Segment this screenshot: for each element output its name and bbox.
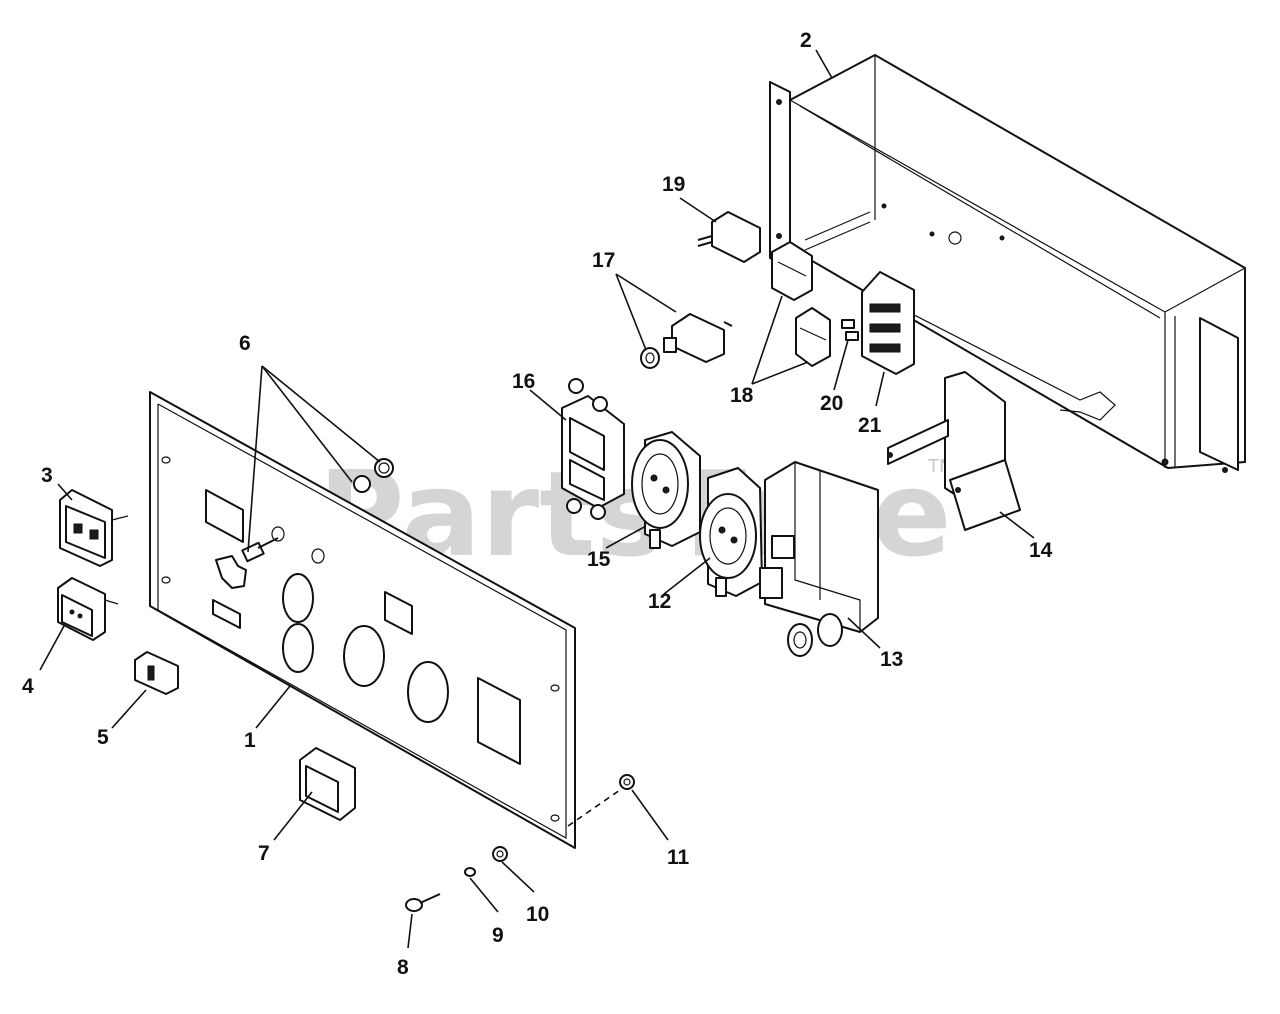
callout-9: 9	[492, 924, 504, 947]
callout-8: 8	[397, 956, 409, 979]
part-12-locking-receptacle[interactable]	[699, 467, 763, 597]
part-14-bracket[interactable]	[887, 371, 1021, 531]
part-11-lock-washer[interactable]	[619, 774, 635, 790]
callout-3: 3	[41, 464, 53, 487]
callout-14: 14	[1029, 539, 1053, 562]
callout-labels: 1 2 3 4 5 6 7 8 9 10 11 12 13 14 15 16 1…	[22, 29, 1053, 979]
callout-19: 19	[662, 173, 685, 196]
callout-20: 20	[820, 392, 843, 415]
callout-18: 18	[730, 384, 754, 407]
callout-21: 21	[858, 414, 882, 437]
part-5-switch[interactable]	[134, 651, 179, 695]
part-16-duplex-receptacle[interactable]	[561, 378, 625, 520]
callout-1: 1	[244, 729, 256, 752]
part-18-connector[interactable]	[771, 241, 831, 367]
callout-4: 4	[22, 675, 34, 698]
callout-15: 15	[587, 548, 611, 571]
part-20-terminal-jumper[interactable]	[841, 319, 859, 341]
callout-2: 2	[800, 29, 812, 52]
callout-17: 17	[592, 249, 615, 272]
part-10-washer[interactable]	[492, 846, 508, 862]
part-3-outlet[interactable]	[59, 489, 129, 567]
callout-10: 10	[526, 903, 549, 926]
callout-6: 6	[239, 332, 251, 355]
callout-13: 13	[880, 648, 903, 671]
part-13-circuit-module[interactable]	[759, 461, 879, 657]
leader-lines	[39, 49, 1035, 949]
callout-5: 5	[97, 726, 109, 749]
callout-11: 11	[667, 846, 690, 869]
part-8-screw[interactable]	[405, 893, 441, 912]
part-19-switch[interactable]	[697, 211, 761, 263]
part-15-locking-receptacle[interactable]	[631, 431, 701, 549]
part-4-receptacle[interactable]	[57, 577, 119, 641]
part-1-front-panel[interactable]	[149, 391, 576, 849]
part-7-rocker-switch[interactable]	[299, 747, 356, 821]
part-6-fitting[interactable]	[215, 458, 394, 589]
part-17-circuit-breaker[interactable]	[640, 313, 733, 369]
part-9-washer[interactable]	[464, 867, 476, 877]
callout-16: 16	[512, 370, 535, 393]
part-21-terminal-block[interactable]	[861, 271, 915, 375]
callout-12: 12	[648, 590, 671, 613]
callout-7: 7	[258, 842, 270, 865]
